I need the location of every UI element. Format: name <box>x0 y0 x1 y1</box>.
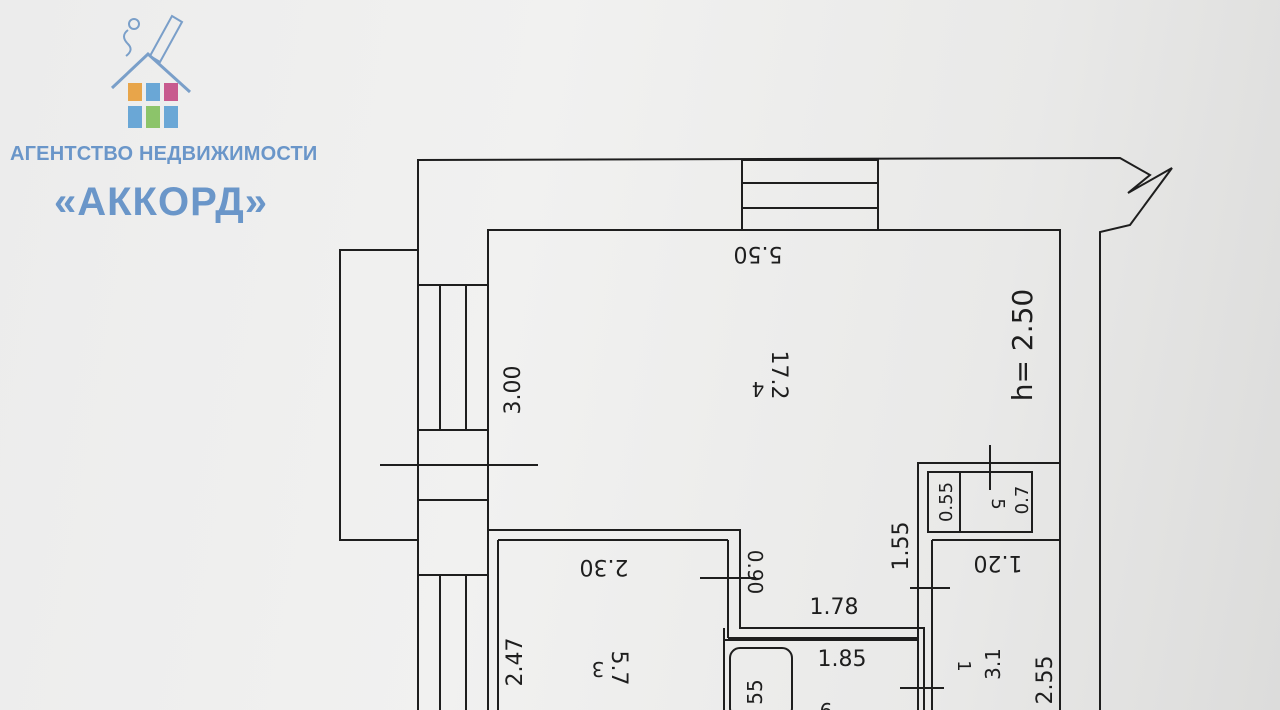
window-top <box>741 159 879 231</box>
room-6-number: 6 <box>820 699 833 710</box>
dim-bath-small: 55 <box>743 679 767 704</box>
room-5-number: 5 <box>987 498 1008 509</box>
room-1-area: 3.1 <box>981 648 1005 680</box>
closet <box>927 471 1033 533</box>
kitchen-wall <box>488 529 925 710</box>
dim-main-depth: 3.00 <box>501 366 526 415</box>
outer-wall <box>417 156 1173 710</box>
dim-hall-depth: 1.55 <box>889 522 914 571</box>
room-4-number: 4 <box>752 377 765 401</box>
agency-name: АГЕНТСТВО НЕДВИЖИМОСТИ <box>10 143 318 165</box>
dim-door-gap: 0.90 <box>743 550 767 595</box>
room-3-number: 3 <box>592 657 605 681</box>
ceiling-height: h= 2.50 <box>1006 289 1039 401</box>
room-4-area: 17.2 <box>766 351 791 400</box>
closet-wall <box>917 462 1060 710</box>
room-5-area: 0.7 <box>1012 486 1033 515</box>
dim-kitchen-width: 2.30 <box>580 554 629 579</box>
room-3-area: 5.7 <box>606 651 631 686</box>
room-1-number: 1 <box>953 660 974 671</box>
dim-kitchen-depth: 2.47 <box>503 638 528 687</box>
bathtub <box>729 647 793 710</box>
balcony <box>339 249 418 541</box>
agency-logo-icon <box>110 14 192 128</box>
agency-brand: «АККОРД» <box>54 180 268 224</box>
dim-main-width: 5.50 <box>734 241 783 266</box>
dim-hall-width: 1.20 <box>974 550 1023 575</box>
dim-closet-width: 0.55 <box>936 482 957 522</box>
dim-bath-width: 1.85 <box>818 647 867 672</box>
dim-corridor: 1.78 <box>810 595 859 620</box>
dim-entry-depth: 2.55 <box>1033 656 1058 705</box>
